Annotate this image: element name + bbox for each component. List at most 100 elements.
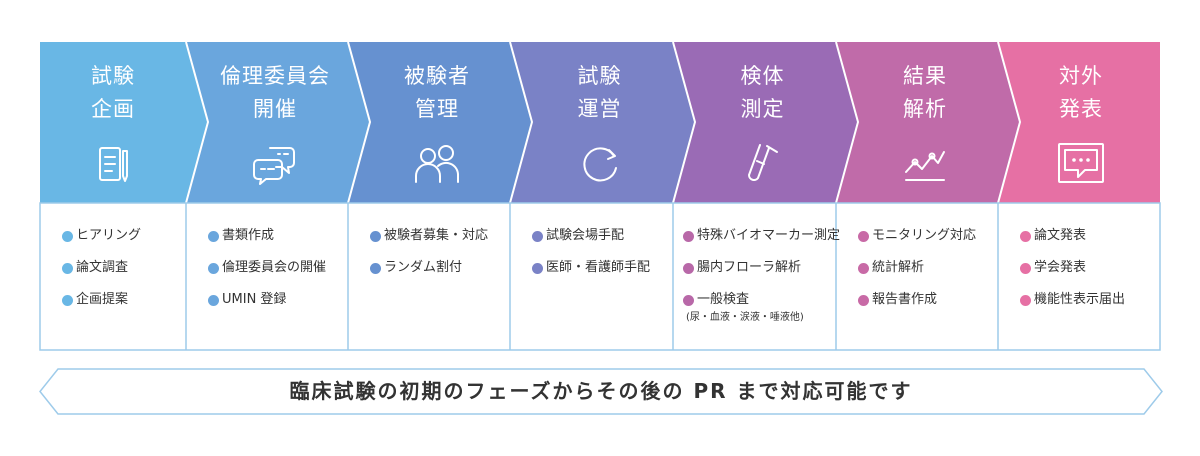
task-item: 報告書作成 [858, 292, 976, 308]
task-item-content: 腸内フローラ解析 [697, 260, 801, 276]
bullet-dot-icon [683, 231, 694, 242]
stage-title-line: 被験者 [404, 64, 470, 88]
people-icon [410, 138, 464, 192]
task-item: ランダム割付 [370, 260, 488, 276]
bullet-dot-icon [370, 263, 381, 274]
presentation-screen-icon [1054, 138, 1108, 192]
task-item: 試験会場手配 [532, 228, 650, 244]
stage-chevron-4 [510, 42, 695, 203]
task-item: 被験者募集・対応 [370, 228, 488, 244]
stage-title-line: 試験 [577, 64, 622, 88]
task-list-6: モニタリング対応統計解析報告書作成 [858, 228, 976, 324]
task-item-note: (尿・血液・涙液・唾液他) [686, 312, 804, 323]
stage-title-line: 検体 [740, 64, 785, 88]
task-item-content: 機能性表示届出 [1034, 292, 1125, 308]
stage-title-line: 対外 [1059, 64, 1103, 88]
task-item: 論文調査 [62, 260, 141, 276]
task-item: 企画提案 [62, 292, 141, 308]
task-list-4: 試験会場手配医師・看護師手配 [532, 228, 650, 292]
task-item: 統計解析 [858, 260, 976, 276]
task-item-content: モニタリング対応 [872, 228, 976, 244]
bullet-dot-icon [683, 295, 694, 306]
test-tube-icon [736, 138, 790, 192]
bullet-dot-icon [858, 263, 869, 274]
task-item-label: モニタリング対応 [872, 228, 977, 243]
task-item-label: UMIN 登録 [222, 292, 287, 307]
bullet-dot-icon [1020, 295, 1031, 306]
task-item-label: 倫理委員会の開催 [222, 260, 327, 275]
task-list-7: 論文発表学会発表機能性表示届出 [1020, 228, 1125, 324]
stage-title-1: 試験企画 [38, 60, 188, 126]
task-item-label: 腸内フローラ解析 [697, 260, 802, 275]
chat-bubbles-icon [248, 138, 302, 192]
bullet-dot-icon [1020, 231, 1031, 242]
task-item-content: 被験者募集・対応 [384, 228, 488, 244]
task-item-label: 機能性表示届出 [1034, 292, 1126, 307]
stage-separator-5 [835, 41, 860, 204]
task-item-label: 論文調査 [76, 260, 129, 275]
stage-chevron-1 [40, 42, 208, 203]
bullet-dot-icon [532, 263, 543, 274]
stage-title-3: 被験者管理 [362, 60, 512, 126]
stage-title-2: 倫理委員会開催 [200, 60, 350, 126]
task-item-label: 書類作成 [222, 228, 275, 243]
task-item-content: 書類作成 [222, 228, 274, 244]
bullet-dot-icon [370, 231, 381, 242]
line-chart-icon [898, 138, 952, 192]
task-item: 特殊バイオマーカー測定 [683, 228, 840, 244]
bullet-dot-icon [62, 263, 73, 274]
task-item-label: 被験者募集・対応 [384, 228, 489, 243]
banner-text: 臨床試験の初期のフェーズからその後の PR まで対応可能です [289, 379, 913, 403]
stage-separator-4 [672, 41, 697, 204]
task-item: 一般検査 (尿・血液・涙液・唾液他) [683, 292, 840, 324]
bullet-dot-icon [532, 231, 543, 242]
task-item-content: 企画提案 [76, 292, 128, 308]
task-item: UMIN 登録 [208, 292, 326, 308]
task-item: 学会発表 [1020, 260, 1125, 276]
stage-title-6: 結果解析 [850, 60, 1000, 126]
bullet-dot-icon [208, 295, 219, 306]
stage-separator-6 [997, 41, 1022, 204]
stage-title-line: 管理 [415, 97, 459, 121]
task-list-3: 被験者募集・対応ランダム割付 [370, 228, 488, 292]
stage-chevron-5 [673, 42, 858, 203]
task-list-5: 特殊バイオマーカー測定腸内フローラ解析一般検査 (尿・血液・涙液・唾液他) [683, 228, 840, 340]
bullet-dot-icon [683, 263, 694, 274]
task-item: モニタリング対応 [858, 228, 976, 244]
task-item: 機能性表示届出 [1020, 292, 1125, 308]
stage-title-line: 企画 [91, 97, 135, 121]
task-item-content: UMIN 登録 [222, 292, 286, 308]
task-item: 倫理委員会の開催 [208, 260, 326, 276]
task-item-content: 特殊バイオマーカー測定 [697, 228, 840, 244]
task-item-content: 試験会場手配 [546, 228, 624, 244]
task-item-label: 統計解析 [872, 260, 925, 275]
task-item-label: 報告書作成 [872, 292, 938, 307]
task-item-content: 学会発表 [1034, 260, 1086, 276]
stage-chevron-3 [348, 42, 532, 203]
bullet-dot-icon [1020, 263, 1031, 274]
task-item-label: 一般検査 [697, 292, 750, 307]
task-item-label: ランダム割付 [384, 260, 463, 275]
bullet-dot-icon [208, 263, 219, 274]
task-list-2: 書類作成倫理委員会の開催 UMIN 登録 [208, 228, 326, 324]
task-item-label: ヒアリング [76, 228, 142, 243]
refresh-icon [573, 138, 627, 192]
task-item-content: 統計解析 [872, 260, 924, 276]
stage-title-line: 運営 [577, 97, 622, 121]
task-item: 書類作成 [208, 228, 326, 244]
stage-title-5: 検体測定 [688, 60, 838, 126]
stage-title-line: 測定 [740, 97, 785, 121]
task-item: ヒアリング [62, 228, 141, 244]
document-pen-icon [86, 138, 140, 192]
stage-separator-1 [185, 41, 210, 204]
task-item: 腸内フローラ解析 [683, 260, 840, 276]
task-item-content: 論文調査 [76, 260, 128, 276]
bullet-dot-icon [208, 231, 219, 242]
stage-separator-3 [509, 41, 534, 204]
stage-title-7: 対外発表 [1006, 60, 1156, 126]
banner-frame [39, 368, 1163, 415]
task-item-content: 一般検査 (尿・血液・涙液・唾液他) [686, 292, 804, 324]
task-item-content: 報告書作成 [872, 292, 937, 308]
task-item: 論文発表 [1020, 228, 1125, 244]
